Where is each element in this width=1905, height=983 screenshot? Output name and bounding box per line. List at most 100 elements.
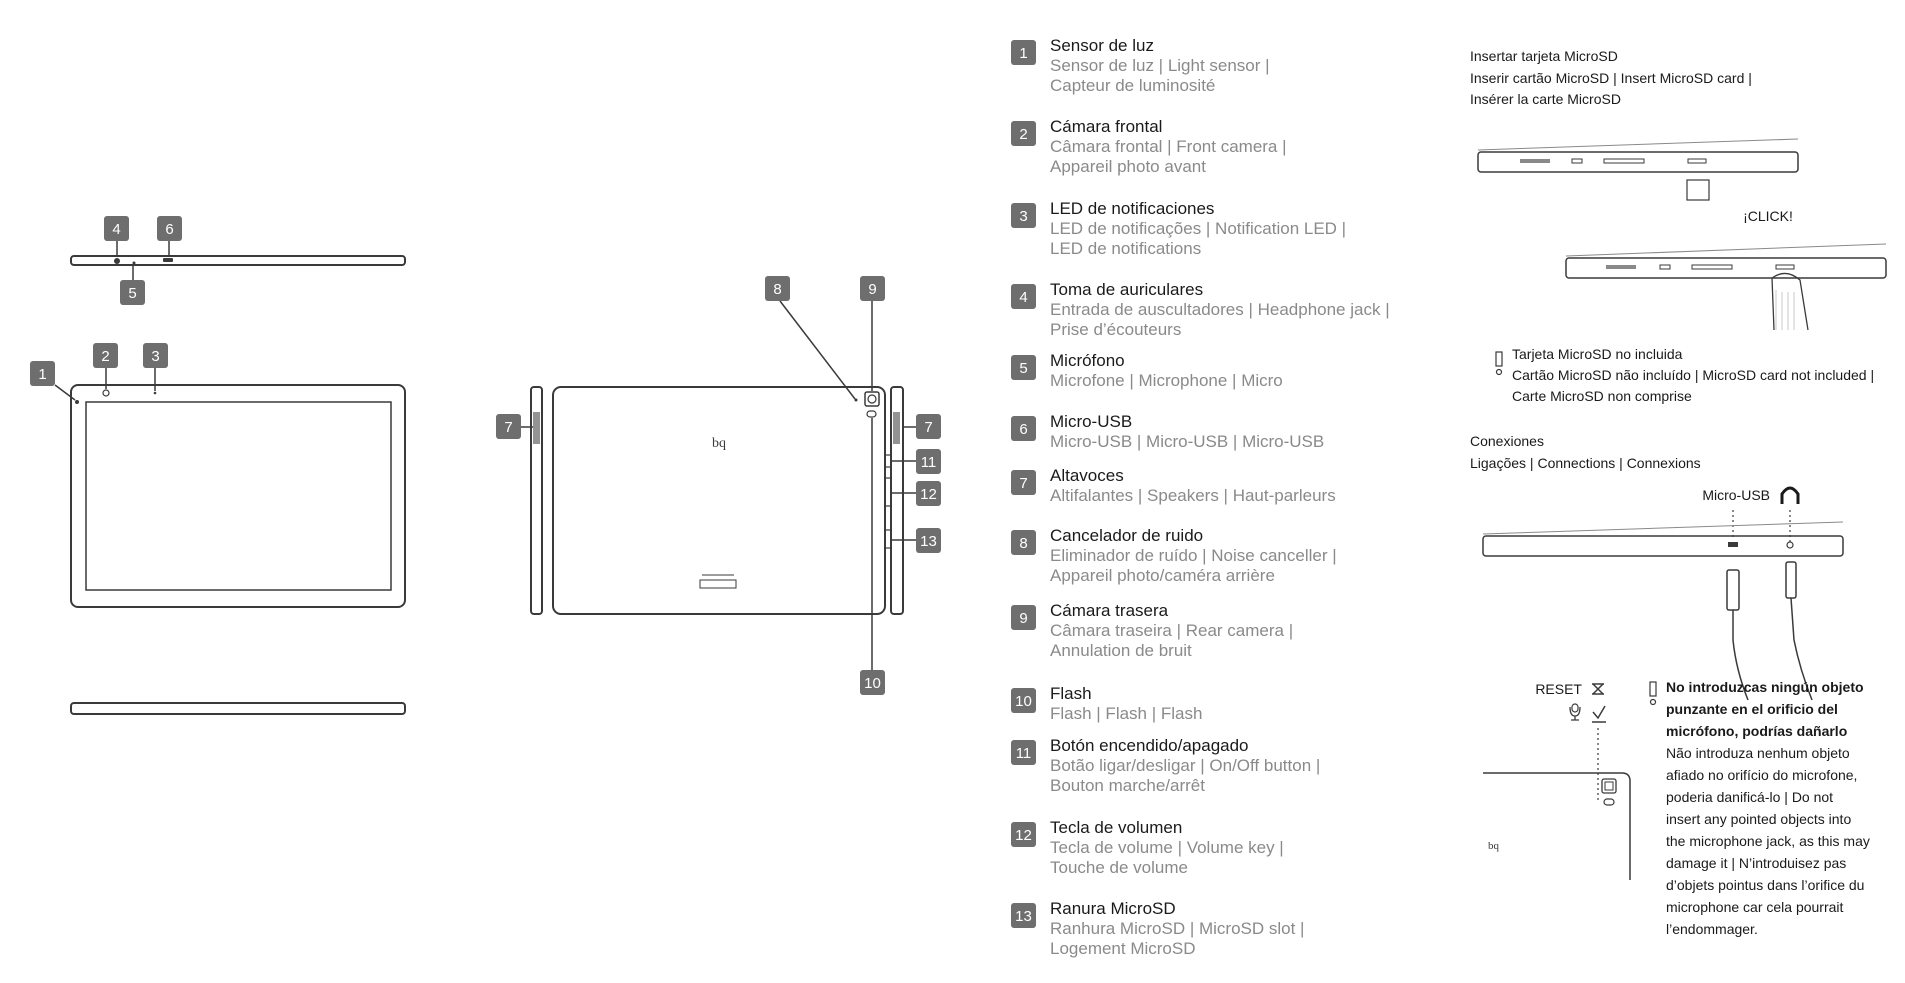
headphone-icon [1780, 486, 1800, 504]
legend-badge [1011, 416, 1036, 441]
legend-number: 7 [1019, 475, 1027, 492]
svg-text:11: 11 [921, 454, 937, 471]
legend-subtitle-2: LED de notifications [1050, 239, 1201, 258]
legend-title: Micrófono [1050, 351, 1125, 370]
microsd-note-title: Tarjeta MicroSD no incluida [1512, 346, 1683, 362]
legend-number: 1 [1019, 45, 1027, 62]
legend-subtitle-2: Appareil photo/caméra arrière [1050, 566, 1275, 585]
microsd-title: Insertar tarjeta MicroSD [1470, 48, 1618, 64]
legend-subtitle: Câmara frontal | Front camera | [1050, 137, 1287, 156]
microsd-line1: Inserir cartão MicroSD | Insert MicroSD … [1470, 70, 1752, 86]
tablet-bottom-edge [70, 702, 406, 715]
tablet-back: bq [530, 386, 904, 615]
warning-bold-2: punzante en el orificio del [1666, 701, 1838, 717]
legend-number: 12 [1015, 827, 1032, 844]
legend-number: 2 [1019, 126, 1027, 143]
legend-badge [1011, 40, 1036, 65]
legend-title: Toma de auriculares [1050, 280, 1203, 299]
svg-text:2: 2 [101, 348, 109, 365]
exclamation-icon [1495, 351, 1503, 367]
warning-line: d’objets pointus dans l’orifice du [1666, 877, 1864, 893]
check-icon [1592, 705, 1606, 723]
legend-number: 5 [1019, 360, 1027, 377]
svg-text:10: 10 [864, 675, 881, 692]
connections-title: Conexiones [1470, 433, 1544, 449]
legend-title: Altavoces [1050, 466, 1124, 485]
legend-badge [1011, 355, 1036, 380]
legend-badge [1011, 740, 1036, 765]
legend-subtitle-2: Touche de volume [1050, 858, 1188, 877]
svg-text:12: 12 [920, 486, 937, 503]
callout-10: 10 [860, 670, 885, 695]
legend-subtitle: Micro-USB | Micro-USB | Micro-USB [1050, 432, 1324, 451]
svg-text:7: 7 [504, 419, 512, 436]
brand-logo-small: bq [1488, 840, 1500, 852]
microsd-note-line2: Carte MicroSD non comprise [1512, 388, 1692, 404]
legend-title: Flash [1050, 684, 1092, 703]
legend-title: Tecla de volumen [1050, 818, 1182, 837]
legend-title: Botón encendido/apagado [1050, 736, 1249, 755]
legend-subtitle-2: Bouton marche/arrêt [1050, 776, 1205, 795]
legend-title: Ranura MicroSD [1050, 899, 1176, 918]
warning-line: insert any pointed objects into [1666, 811, 1851, 827]
legend-subtitle: Flash | Flash | Flash [1050, 704, 1202, 723]
svg-text:3: 3 [151, 348, 159, 365]
legend-number: 13 [1015, 908, 1032, 925]
callout-4: 4 [104, 216, 129, 241]
svg-text:13: 13 [920, 533, 937, 550]
finger-icon [1771, 272, 1809, 331]
legend-number: 11 [1016, 745, 1032, 762]
legend-subtitle-2: Capteur de luminosité [1050, 76, 1215, 95]
callout-3: 3 [143, 343, 168, 368]
legend-subtitle-2: Prise d’écouteurs [1050, 320, 1181, 339]
legend-subtitle: Sensor de luz | Light sensor | [1050, 56, 1270, 75]
callout-11: 11 [916, 449, 941, 474]
callout-12: 12 [916, 481, 941, 506]
legend-subtitle: Eliminador de ruído | Noise canceller | [1050, 546, 1337, 565]
warning-bold-1: No introduzcas ningún objeto [1666, 679, 1864, 695]
legend-badge [1011, 121, 1036, 146]
legend-subtitle: Entrada de auscultadores | Headphone jac… [1050, 300, 1390, 319]
warning-line: damage it | N’introduisez pas [1666, 855, 1846, 871]
legend-title: Cámara frontal [1050, 117, 1162, 136]
legend-number: 4 [1019, 289, 1027, 306]
svg-text:9: 9 [868, 281, 876, 298]
legend-number: 10 [1015, 693, 1032, 710]
tablet-top-edge [70, 255, 406, 266]
warning-line: Não introduza nenhum objeto [1666, 745, 1850, 761]
legend-number: 3 [1019, 208, 1027, 225]
legend-number: 8 [1019, 535, 1027, 552]
legend-subtitle-2: Appareil photo avant [1050, 157, 1206, 176]
callout-13: 13 [916, 528, 941, 553]
legend-badge [1011, 605, 1036, 630]
legend-title: Sensor de luz [1050, 36, 1154, 55]
legend-badge [1011, 822, 1036, 847]
click-label: ¡CLICK! [1743, 208, 1793, 224]
callout-7-left: 7 [496, 414, 521, 439]
connections-line1: Ligações | Connections | Connexions [1470, 455, 1701, 471]
warning-exclamation-icon [1649, 681, 1657, 697]
legend-badge [1011, 688, 1036, 713]
legend-subtitle: Câmara traseira | Rear camera | [1050, 621, 1293, 640]
microsd-line2: Insérer la carte MicroSD [1470, 91, 1621, 107]
microsd-section: Insertar tarjeta MicroSD Inserir cartão … [1470, 48, 1887, 404]
svg-text:5: 5 [128, 285, 136, 302]
legend-title: Cancelador de ruido [1050, 526, 1203, 545]
jack-plug [1785, 561, 1797, 599]
legend-title: Micro-USB [1050, 412, 1132, 431]
legend-badge [1011, 284, 1036, 309]
cross-icon [1592, 683, 1604, 695]
legend-number: 6 [1019, 421, 1027, 438]
legend-subtitle-2: Annulation de bruit [1050, 641, 1192, 660]
warning-bold-3: micrófono, podrías dañarlo [1666, 723, 1847, 739]
svg-text:7: 7 [924, 419, 932, 436]
